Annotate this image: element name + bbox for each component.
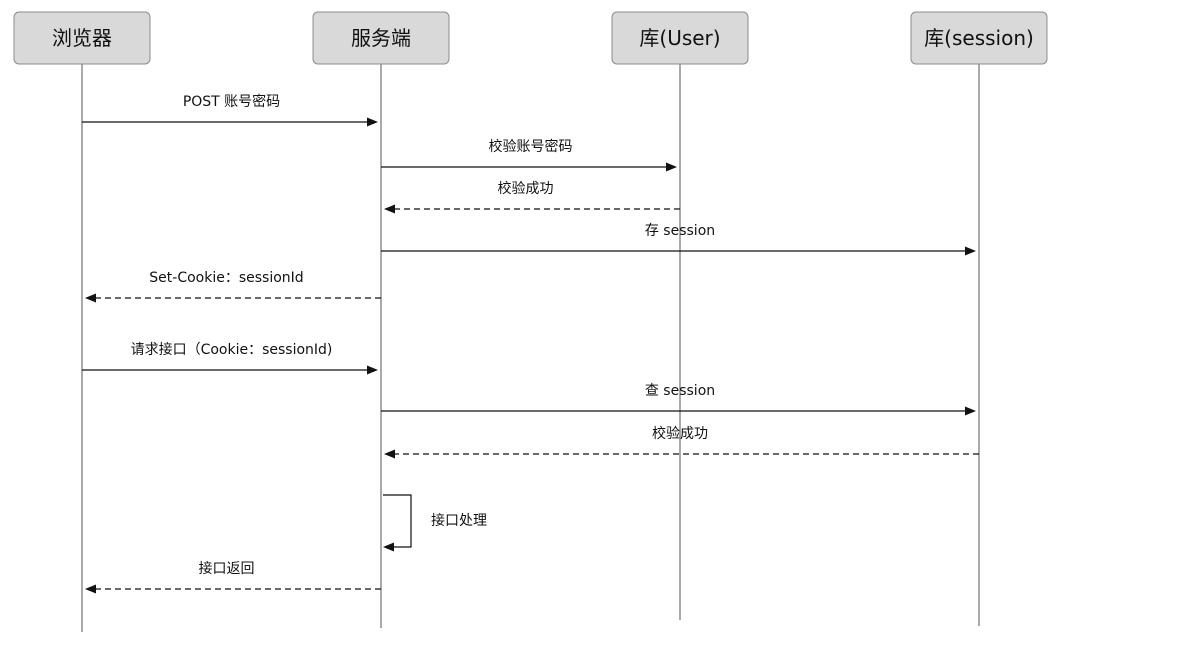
message-label: 接口返回 bbox=[199, 560, 255, 577]
arrowhead bbox=[367, 365, 378, 375]
arrowhead bbox=[383, 542, 394, 552]
message-label: 校验账号密码 bbox=[489, 138, 573, 155]
participant-sessiondb: 库(session) bbox=[910, 11, 1048, 65]
message-7: 查 session bbox=[381, 383, 976, 416]
arrowhead bbox=[965, 406, 976, 416]
arrowhead bbox=[85, 293, 96, 303]
message-label: 存 session bbox=[645, 223, 715, 239]
participant-server: 服务端 bbox=[312, 11, 450, 65]
participant-label: 浏览器 bbox=[52, 26, 112, 50]
message-label: POST 账号密码 bbox=[183, 93, 280, 110]
message-1: POST 账号密码 bbox=[82, 93, 378, 127]
participant-label: 库(User) bbox=[639, 26, 720, 50]
message-6: 请求接口（Cookie：sessionId) bbox=[82, 341, 378, 375]
participant-userdb: 库(User) bbox=[611, 11, 749, 65]
arrowhead bbox=[965, 246, 976, 256]
message-9: 接口处理 bbox=[383, 494, 487, 552]
self-call-line bbox=[383, 494, 412, 548]
message-10: 接口返回 bbox=[85, 560, 381, 594]
participant-box bbox=[312, 11, 450, 65]
message-label: 请求接口（Cookie：sessionId) bbox=[131, 341, 333, 358]
participant-label: 服务端 bbox=[351, 26, 411, 50]
arrowhead bbox=[384, 449, 395, 459]
message-label: 查 session bbox=[645, 383, 715, 399]
participant-box bbox=[611, 11, 749, 65]
participant-browser: 浏览器 bbox=[13, 11, 151, 65]
arrowhead bbox=[384, 204, 395, 214]
message-2: 校验账号密码 bbox=[381, 138, 677, 172]
message-label: 接口处理 bbox=[431, 512, 487, 529]
arrowhead bbox=[666, 162, 677, 172]
message-3: 校验成功 bbox=[384, 180, 680, 214]
message-label: 校验成功 bbox=[652, 425, 708, 442]
message-4: 存 session bbox=[381, 223, 976, 256]
message-5: Set-Cookie：sessionId bbox=[85, 270, 381, 303]
message-label: Set-Cookie：sessionId bbox=[149, 270, 303, 286]
message-8: 校验成功 bbox=[384, 425, 979, 459]
participant-box bbox=[910, 11, 1048, 65]
participant-box bbox=[13, 11, 151, 65]
participant-label: 库(session) bbox=[924, 26, 1034, 50]
arrowhead bbox=[367, 117, 378, 127]
arrowhead bbox=[85, 584, 96, 594]
message-label: 校验成功 bbox=[498, 180, 554, 197]
